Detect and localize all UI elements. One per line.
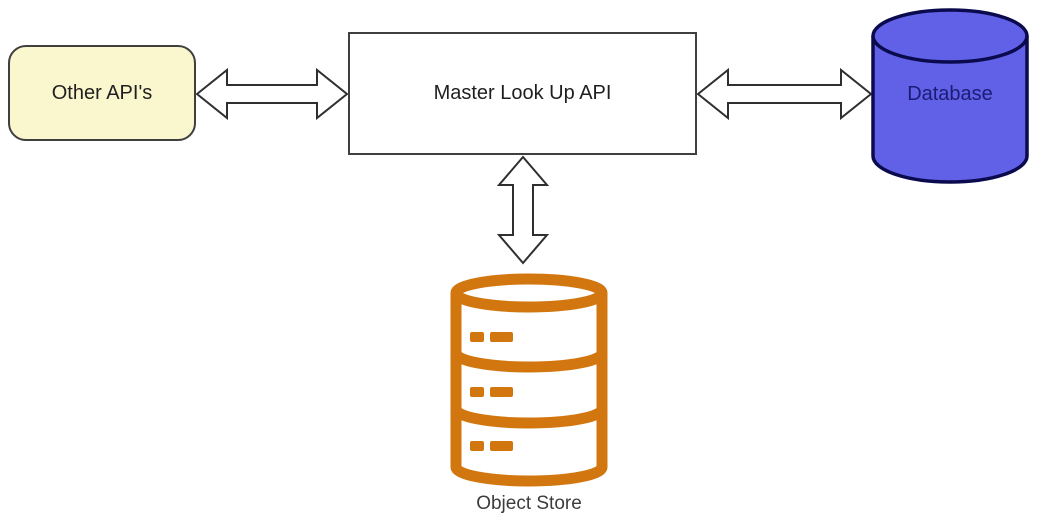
node-master-lookup-api-label: Master Look Up API [433, 82, 612, 104]
node-other-apis-label: Other API's [51, 81, 153, 104]
node-master-lookup-api: Master Look Up API [348, 32, 697, 155]
database-cylinder-icon [871, 8, 1029, 184]
node-database-label: Database [907, 83, 993, 105]
object-store-icon [450, 273, 608, 487]
node-object-store-label: Object Store [476, 493, 582, 514]
object-store-tier-dashes [470, 332, 513, 451]
arrow-other-apis-master-icon [195, 67, 349, 121]
arrow-master-object-store-icon [496, 155, 550, 265]
arrow-master-database-icon [696, 67, 873, 121]
node-other-apis: Other API's [8, 45, 196, 141]
